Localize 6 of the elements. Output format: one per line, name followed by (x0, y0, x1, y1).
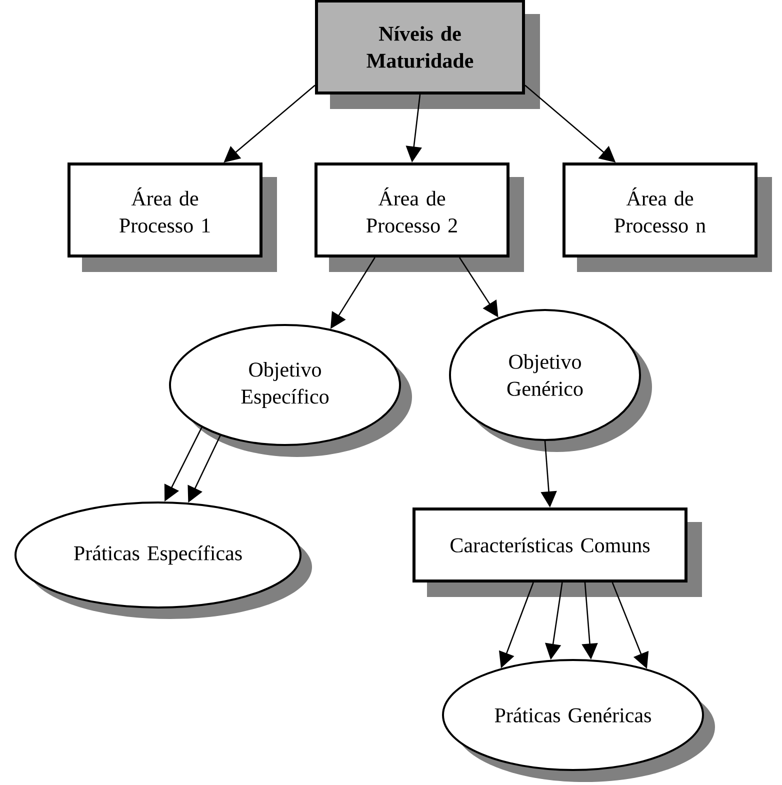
process-box: Área de Processo n (562, 162, 772, 272)
node-label: Práticas Genéricas (494, 708, 651, 722)
process-box: Características Comuns (412, 508, 702, 597)
process-box: Área de Processo 1 (68, 162, 277, 272)
title-box: Níveis de Maturidade (315, 0, 540, 109)
process-box: Área de Processo 2 (314, 162, 524, 272)
